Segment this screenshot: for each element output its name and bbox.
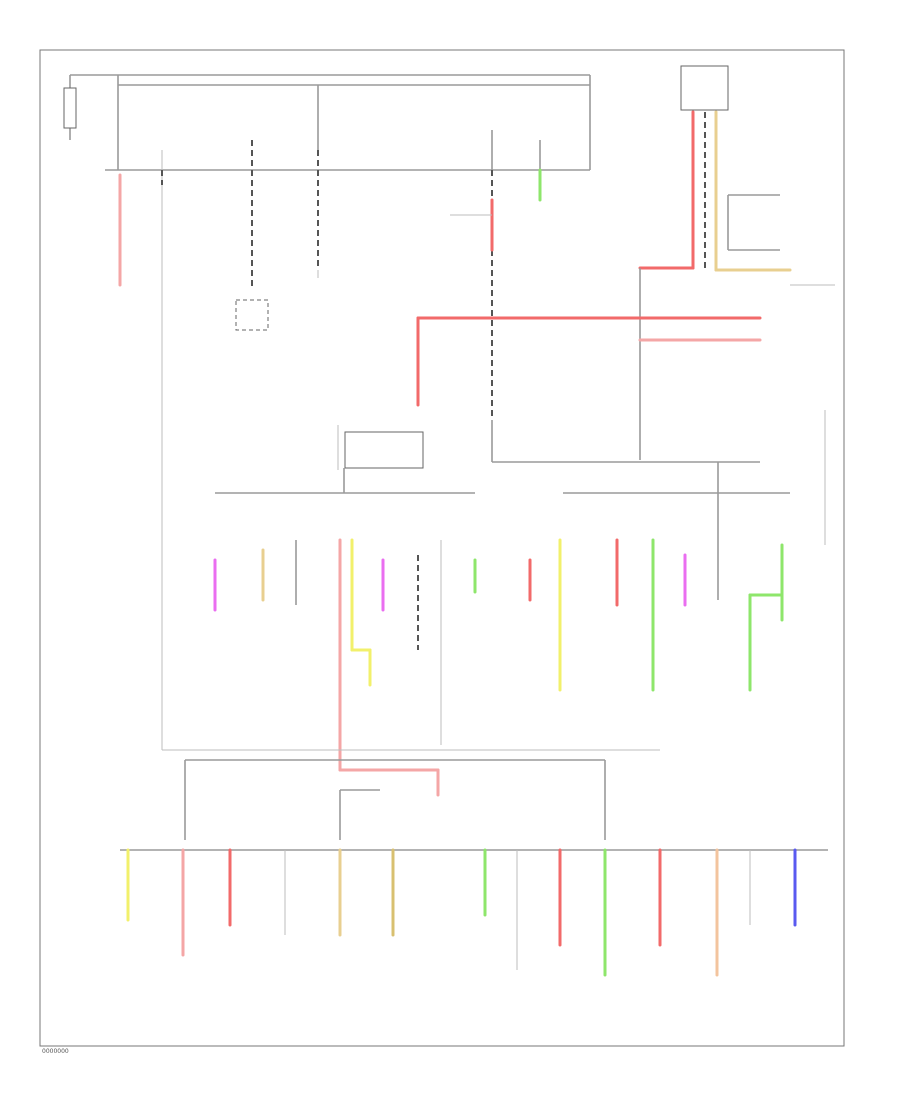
diagram-frame bbox=[39, 49, 845, 1047]
bottom-drops bbox=[126, 848, 797, 977]
fusible-link-box bbox=[105, 74, 591, 171]
ignition-relay bbox=[337, 425, 424, 470]
ipdm-unit bbox=[680, 65, 729, 111]
reference-id: 0000000 bbox=[42, 1048, 69, 1055]
mid-drops bbox=[213, 462, 784, 797]
battery bbox=[63, 74, 118, 140]
junction-block-a bbox=[235, 299, 269, 331]
